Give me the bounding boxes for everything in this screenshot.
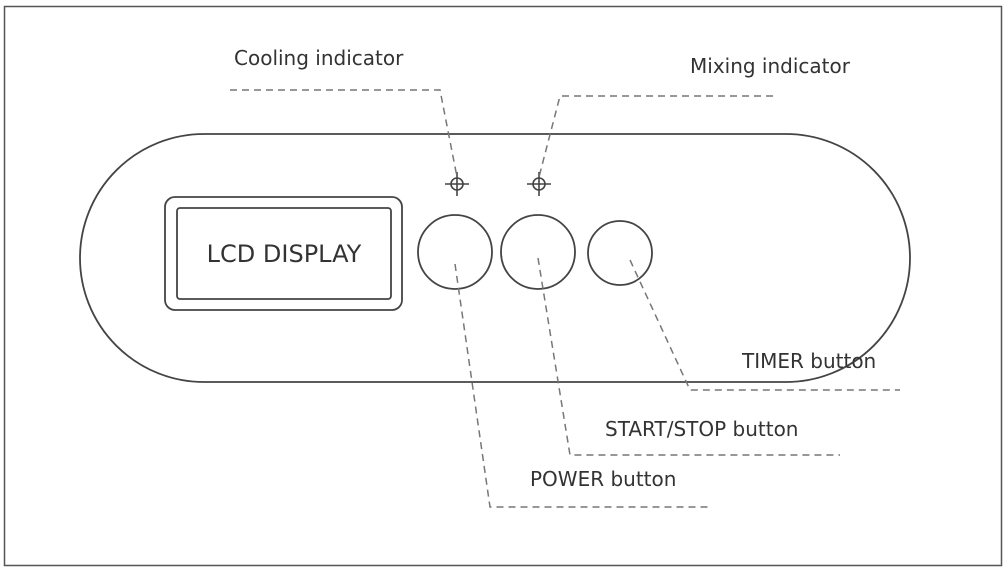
start-stop-button-label: START/STOP button (605, 417, 799, 441)
lcd-frame-inner (176, 207, 392, 300)
mixing-indicator-label: Mixing indicator (690, 54, 850, 78)
panel-body (79, 133, 911, 383)
lcd-frame-outer (164, 196, 403, 311)
start-stop-button[interactable] (500, 214, 576, 290)
leader-start-stop (537, 257, 840, 456)
power-button-label: POWER button (530, 467, 677, 491)
leader-power (454, 263, 710, 508)
cooling-indicator-label: Cooling indicator (234, 46, 404, 70)
timer-button-label: TIMER button (742, 349, 877, 373)
power-button[interactable] (417, 214, 493, 290)
timer-button[interactable] (587, 220, 653, 286)
mixing-indicator-icon (527, 172, 551, 196)
lcd-display-label: LCD DISPLAY (207, 240, 362, 268)
cooling-indicator-icon (445, 172, 469, 196)
leader-cooling (230, 89, 458, 178)
leader-mixing (538, 95, 773, 178)
outer-frame (3, 5, 1003, 567)
